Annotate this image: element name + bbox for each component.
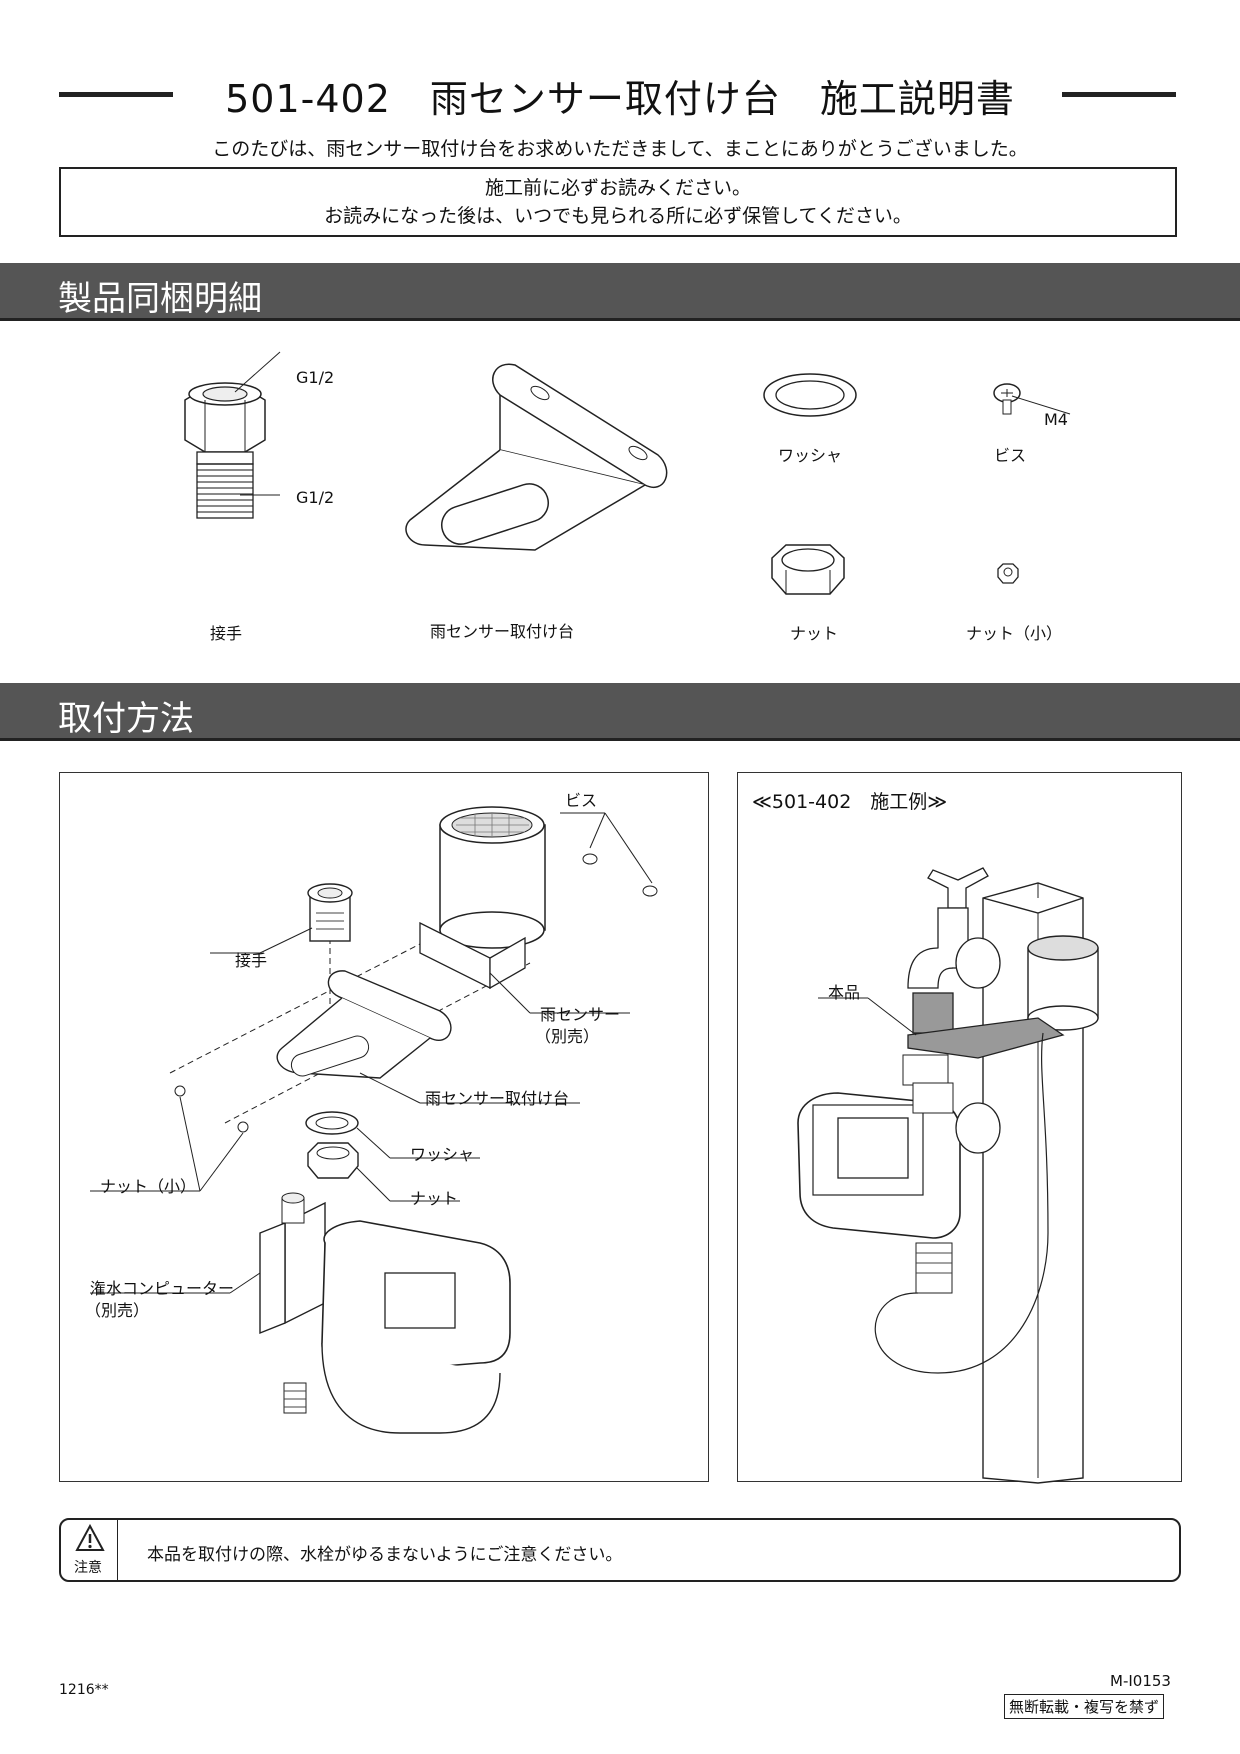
nut-label: ナット	[790, 624, 839, 643]
exploded-small-nut-label: ナット（小）	[100, 1177, 197, 1196]
notice-line-1: 施工前に必ずお読みください。	[484, 177, 751, 199]
section-install-title: 取付方法	[58, 699, 194, 739]
page-title: 501-402 雨センサー取付け台 施工説明書	[225, 77, 1015, 121]
exploded-rain-sensor-note: （別売）	[535, 1027, 600, 1046]
title-rule-left	[59, 92, 173, 97]
small-nut-label: ナット（小）	[966, 624, 1063, 643]
exploded-diagram	[90, 806, 658, 1434]
exploded-nut-label: ナット	[410, 1189, 459, 1208]
copyright-notice: 無断転載・複写を禁ず	[1004, 1694, 1165, 1719]
example-title: ≪501-402 施工例≫	[752, 791, 948, 813]
exploded-computer-note: （別売）	[85, 1301, 150, 1320]
notice-line-2: お読みになった後は、いつでも見られる所に必ず保管してください。	[324, 205, 912, 227]
warning-icon	[75, 1523, 105, 1551]
nut-illustration	[771, 544, 845, 595]
bracket-illustration	[405, 363, 668, 551]
example-panel: ≪501-402 施工例≫ 本品	[737, 772, 1182, 1484]
doc-code: M-I0153	[1110, 1672, 1171, 1690]
washer-label: ワッシャ	[778, 446, 843, 465]
bracket-label: 雨センサー取付け台	[430, 622, 575, 641]
exploded-washer-label: ワッシャ	[410, 1145, 475, 1164]
section-install-header: 取付方法	[0, 683, 1240, 741]
caution-icon-label: 注意	[74, 1560, 102, 1576]
joint-thread-top-label: G1/2	[296, 368, 335, 387]
intro-text: このたびは、雨センサー取付け台をお求めいただきまして、まことにありがとうございま…	[212, 138, 1028, 160]
exploded-computer-label: 潅水コンピューター	[90, 1279, 235, 1298]
caution-box: 注意 本品を取付けの際、水栓がゆるまないようにご注意ください。	[59, 1518, 1181, 1582]
caution-text: 本品を取付けの際、水栓がゆるまないようにご注意ください。	[147, 1545, 623, 1565]
exploded-screw-label: ビス	[565, 791, 598, 810]
joint-illustration	[184, 351, 281, 519]
footer-left-code: 1216**	[59, 1682, 109, 1698]
exploded-rain-sensor-label: 雨センサー	[540, 1005, 621, 1024]
joint-label: 接手	[210, 624, 243, 643]
screw-size-label: M4	[1044, 410, 1068, 429]
washer-illustration	[763, 373, 857, 417]
joint-thread-bottom-label: G1/2	[296, 488, 335, 507]
small-nut-illustration	[997, 563, 1019, 584]
screw-label: ビス	[994, 446, 1027, 465]
title-rule-right	[1062, 92, 1176, 97]
caution-icon-block: 注意	[61, 1520, 118, 1580]
example-illustration	[797, 867, 1099, 1484]
exploded-view-panel: ビス 接手 雨センサー （別売） 雨センサー取付け台 ワッシャ ナット ナット（…	[59, 772, 709, 1482]
notice-box: 施工前に必ずお読みください。 お読みになった後は、いつでも見られる所に必ず保管し…	[59, 167, 1177, 237]
section-contents-header: 製品同梱明細	[0, 263, 1240, 321]
section-contents-title: 製品同梱明細	[58, 279, 262, 319]
screw-illustration	[993, 383, 1071, 415]
example-product-label: 本品	[828, 983, 861, 1002]
exploded-bracket-label: 雨センサー取付け台	[425, 1089, 570, 1108]
exploded-joint-label: 接手	[235, 951, 268, 970]
